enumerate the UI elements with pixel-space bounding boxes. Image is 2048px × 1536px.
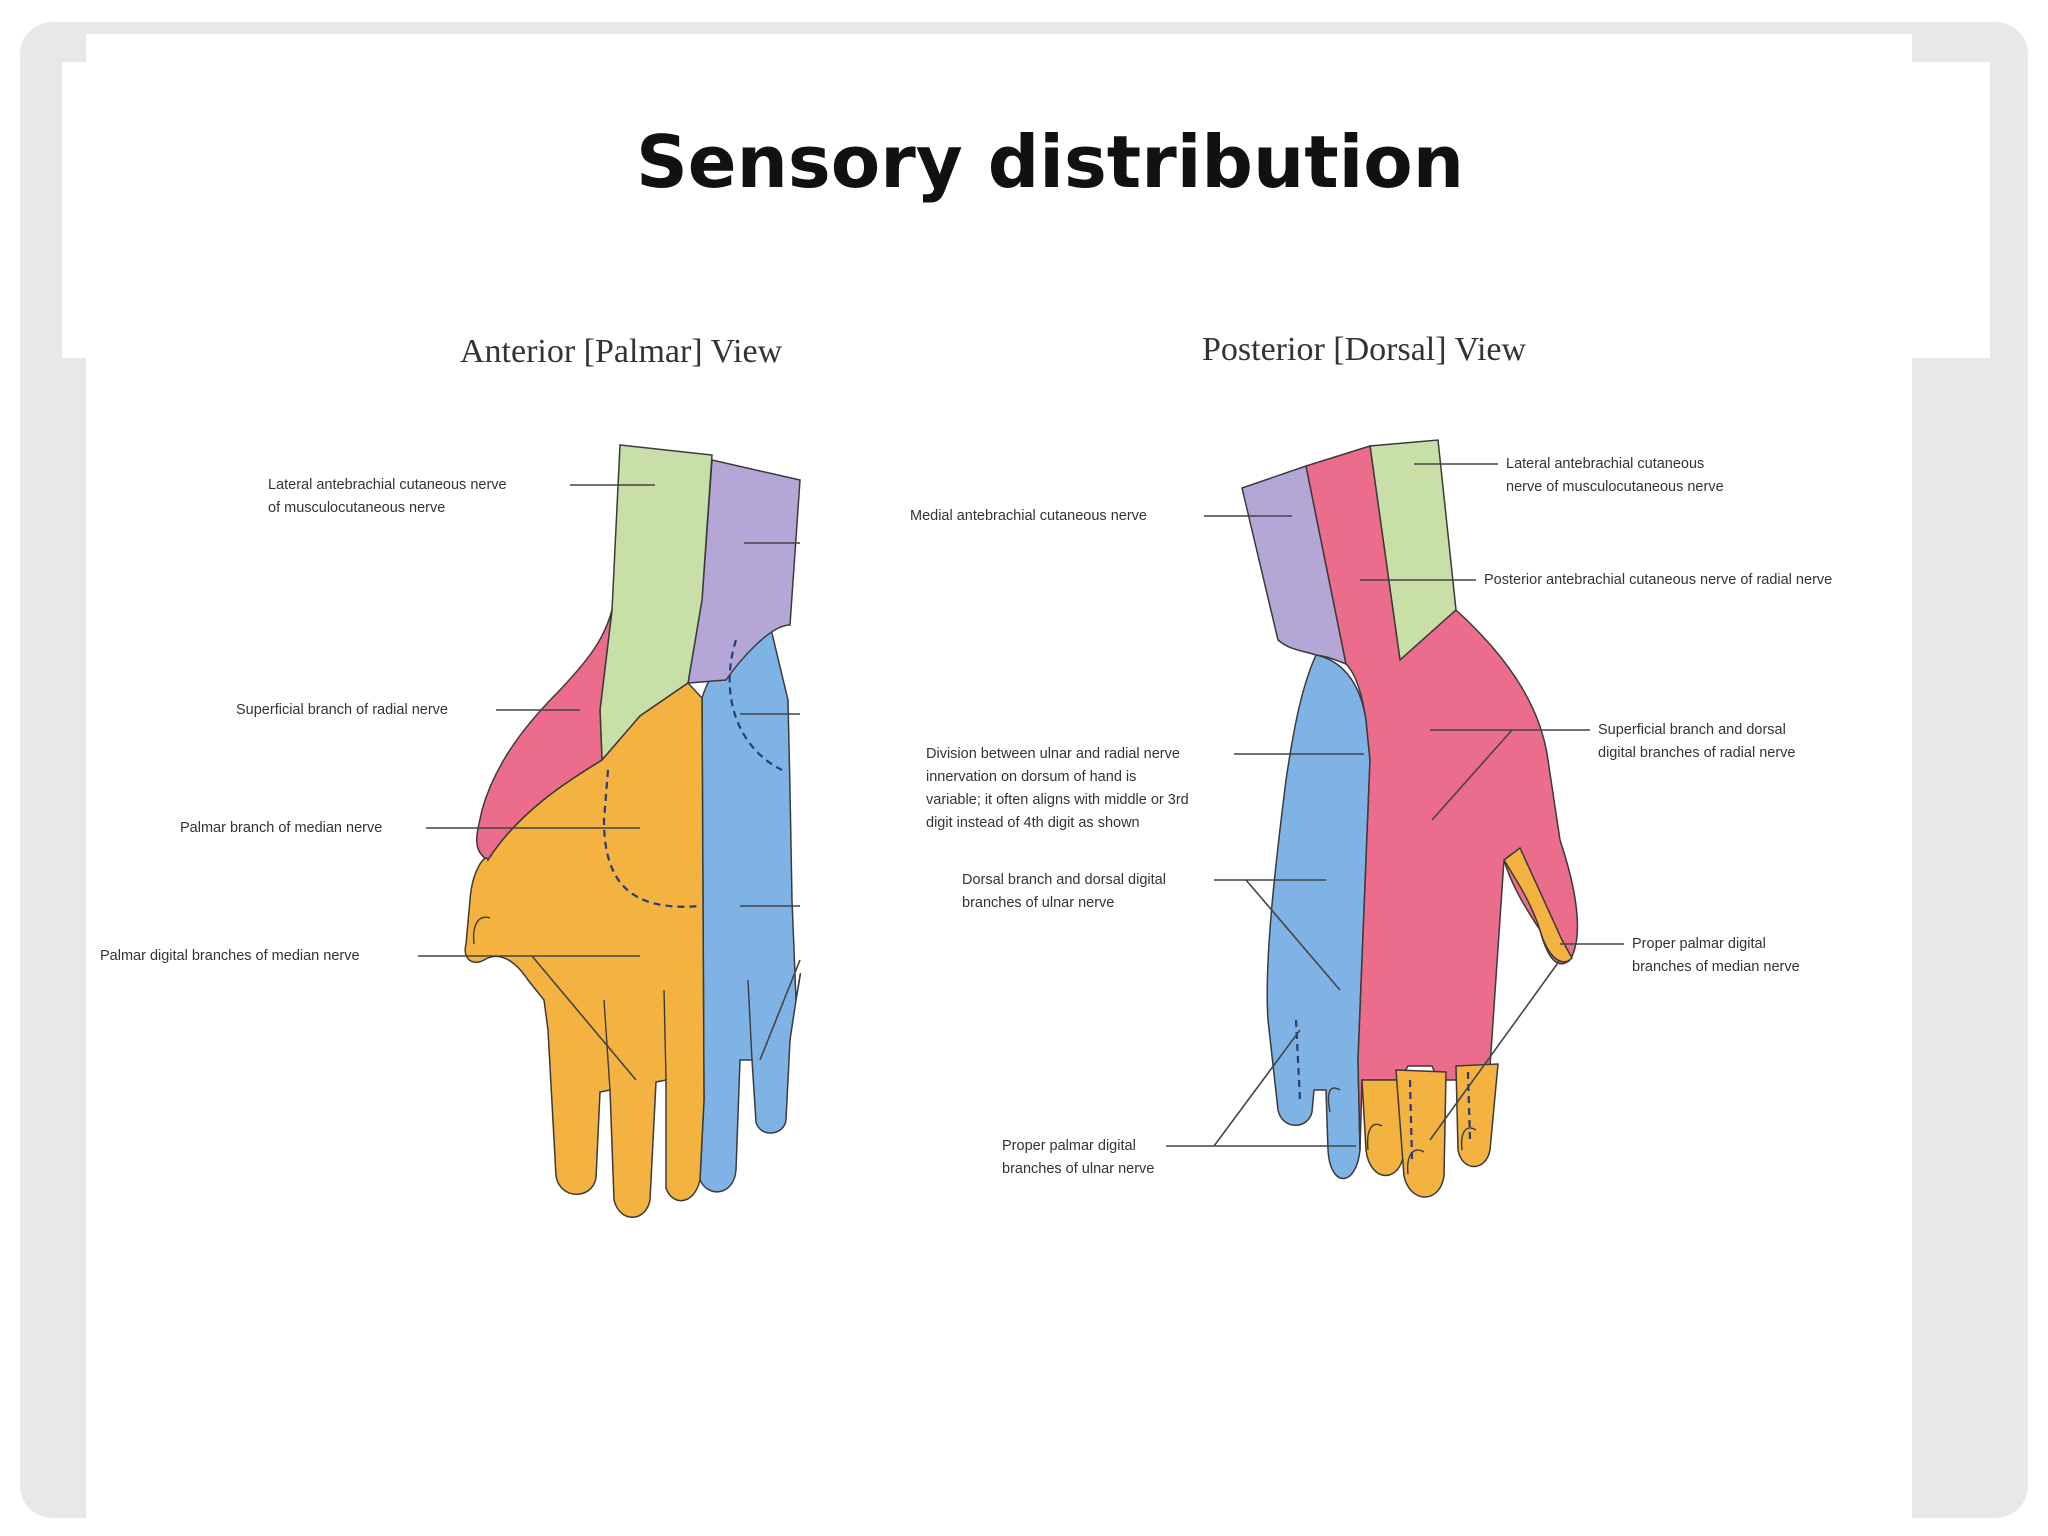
posterior-label-lateral-1: Lateral antebrachial cutaneous: [1506, 456, 1704, 472]
posterior-label-proper-ulnar-2: branches of ulnar nerve: [1002, 1161, 1154, 1177]
posterior-hand: [1241, 439, 1579, 1198]
anterior-median-region: [464, 682, 705, 1218]
anterior-ulnar-region: [699, 624, 802, 1193]
posterior-nail-5: [1327, 1087, 1341, 1113]
posterior-finger-dash-2: [1408, 1079, 1414, 1161]
posterior-label-proper-median-1: Proper palmar digital: [1632, 936, 1766, 952]
posterior-label-posterior-radial: Posterior antebrachial cutaneous nerve o…: [1484, 572, 1832, 588]
posterior-proper-median-leader-branch: [1429, 959, 1561, 1141]
posterior-label-dorsal-ulnar-1: Dorsal branch and dorsal digital: [962, 872, 1166, 888]
posterior-median-thumb: [1503, 846, 1573, 963]
anterior-thumb-nail: [472, 916, 491, 945]
posterior-label-proper-median-2: branches of median nerve: [1632, 959, 1800, 975]
posterior-median-fingertips-3: [1455, 1063, 1499, 1168]
anterior-digital-median-leader-branch: [531, 955, 637, 1081]
posterior-label-dorsal-ulnar-2: branches of ulnar nerve: [962, 895, 1114, 911]
posterior-label-superficial-2: digital branches of radial nerve: [1598, 745, 1795, 761]
posterior-label-superficial-1: Superficial branch and dorsal: [1598, 722, 1786, 738]
posterior-dorsal-ulnar-leader-branch: [1245, 879, 1341, 991]
title-band-right: [1908, 62, 1990, 358]
posterior-label-division-2: innervation on dorsum of hand is: [926, 769, 1136, 785]
slide-title: Sensory distribution: [635, 120, 1465, 204]
posterior-view-heading: Posterior [Dorsal] View: [1202, 331, 1526, 368]
posterior-label-proper-ulnar-1: Proper palmar digital: [1002, 1138, 1136, 1154]
anterior-label-palmar-digital-median: Palmar digital branches of median nerve: [100, 948, 360, 964]
anterior-medial-region: [687, 459, 801, 684]
posterior-label-medial: Medial antebrachial cutaneous nerve: [910, 508, 1147, 524]
slide-canvas: [86, 34, 1912, 1518]
anterior-median-dashed-boundary: [602, 769, 701, 908]
posterior-nail-4: [1366, 1123, 1383, 1151]
anterior-ulnar-tick-3: [759, 959, 801, 1061]
anterior-label-palmar-median: Palmar branch of median nerve: [180, 820, 382, 836]
anterior-hand: [464, 444, 802, 1218]
posterior-radial-region: [1305, 445, 1579, 1151]
posterior-nail-2: [1460, 1127, 1477, 1151]
anterior-label-lateral-2: of musculocutaneous nerve: [268, 500, 445, 516]
posterior-label-division-3: variable; it often aligns with middle or…: [926, 792, 1189, 808]
anterior-label-superficial-radial: Superficial branch of radial nerve: [236, 702, 448, 718]
posterior-label-lateral-2: nerve of musculocutaneous nerve: [1506, 479, 1724, 495]
anterior-view-heading: Anterior [Palmar] View: [460, 333, 783, 370]
posterior-ulnar-region: [1266, 654, 1371, 1180]
anterior-label-lateral-1: Lateral antebrachial cutaneous nerve: [268, 477, 507, 493]
posterior-proper-ulnar-leader-branch: [1213, 1029, 1301, 1147]
posterior-superficial-leader-branch: [1431, 729, 1513, 821]
posterior-label-division-4: digit instead of 4th digit as shown: [926, 815, 1140, 831]
anterior-finger-separator-3: [747, 979, 753, 1061]
posterior-label-division-1: Division between ulnar and radial nerve: [926, 746, 1180, 762]
anterior-ulnar-dashed-boundary: [728, 639, 783, 771]
anterior-finger-separator-2: [663, 989, 667, 1081]
posterior-median-fingertips-2: [1395, 1069, 1447, 1198]
